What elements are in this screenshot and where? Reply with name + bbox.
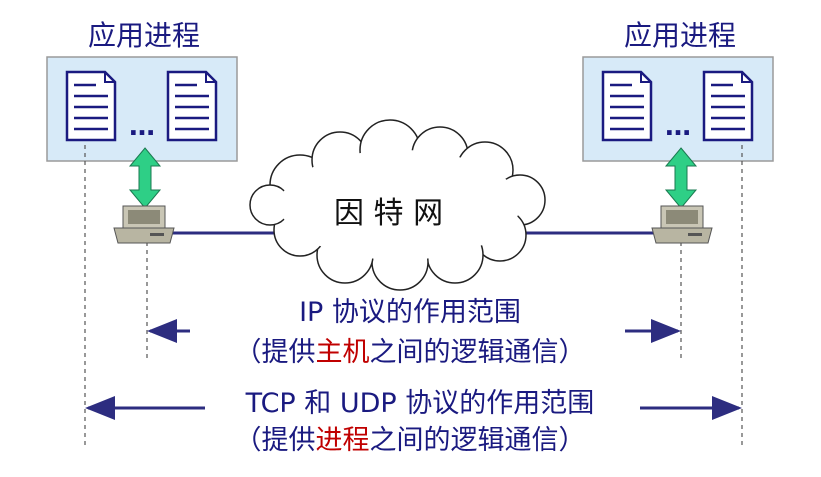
document-icon xyxy=(166,70,218,142)
process-boundary-lines xyxy=(84,145,743,445)
document-icon xyxy=(601,70,653,142)
tcp-udp-scope-desc: （提供进程之间的逻辑通信） xyxy=(190,418,630,457)
tcp-udp-scope-desc-prefix: （提供 xyxy=(234,425,316,456)
right-process-title: 应用进程 xyxy=(624,19,737,52)
right-process-box xyxy=(582,56,774,162)
computer-icon xyxy=(113,205,175,244)
ip-scope-desc-suffix: 之间的逻辑通信） xyxy=(369,337,586,368)
tcp-udp-scope-title: TCP 和 UDP 协议的作用范围 xyxy=(245,388,595,419)
document-icon xyxy=(702,70,754,142)
left-ellipsis: … xyxy=(129,112,155,142)
tcp-udp-scope-desc-suffix: 之间的逻辑通信） xyxy=(369,425,586,456)
ip-scope-title: IP 协议的作用范围 xyxy=(299,297,521,328)
internet-cloud xyxy=(249,119,546,291)
ip-scope-desc-prefix: （提供 xyxy=(234,337,316,368)
tcp-udp-scope-desc-highlight: 进程 xyxy=(315,425,370,456)
left-process-box xyxy=(46,56,238,162)
internet-label: 因 特 网 xyxy=(334,196,444,231)
right-ellipsis: … xyxy=(665,112,691,142)
left-process-title: 应用进程 xyxy=(88,19,201,52)
document-icon xyxy=(65,70,117,142)
ip-scope-desc: （提供主机之间的逻辑通信） xyxy=(190,330,630,369)
computer-icon xyxy=(651,205,713,244)
ip-scope-desc-highlight: 主机 xyxy=(315,337,370,368)
